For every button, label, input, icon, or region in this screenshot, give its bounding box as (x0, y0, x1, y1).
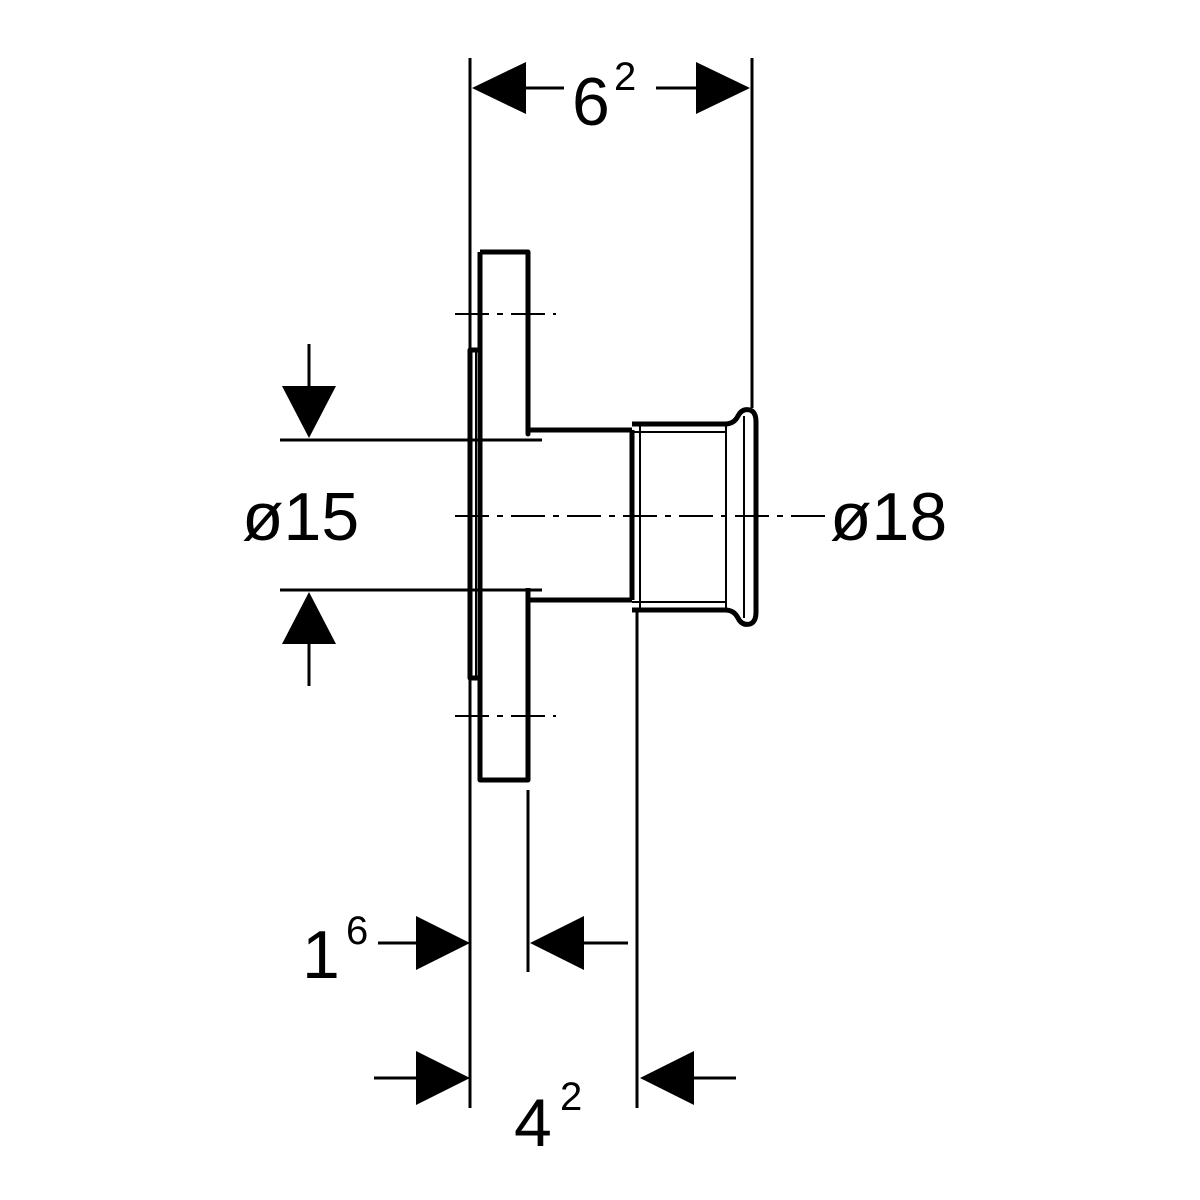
arrow-right-icon (416, 916, 470, 970)
dim-outer-diameter-label: ø18 (830, 479, 947, 555)
arrow-right-icon (416, 1051, 470, 1105)
arrow-left-icon (530, 916, 584, 970)
dim-inner-diameter-label: ø15 (242, 479, 359, 555)
center-lines (455, 313, 830, 717)
dim-bottom-sup: 2 (560, 1075, 582, 1119)
dim-bottom-base: 4 (514, 1085, 552, 1161)
arrow-right-icon (696, 62, 750, 114)
dim-flange-base: 1 (302, 917, 340, 993)
dim-top-base: 6 (572, 64, 610, 140)
dimension-flange-thickness: 1 6 (302, 909, 628, 993)
extension-lines (468, 58, 754, 1108)
dim-flange-sup: 6 (346, 909, 368, 953)
arrow-down-icon (282, 386, 336, 438)
arrow-up-icon (282, 592, 336, 644)
arrow-left-icon (472, 62, 526, 114)
flange-seal-face (467, 347, 478, 681)
arrow-left-icon (640, 1051, 694, 1105)
dimension-top-width: 6 2 (472, 55, 750, 140)
dimension-outer-diameter: ø18 (830, 479, 947, 555)
dim-top-sup: 2 (614, 55, 636, 99)
dimension-bottom-width: 4 2 (374, 1051, 736, 1161)
dimension-inner-diameter: ø15 (242, 344, 542, 686)
